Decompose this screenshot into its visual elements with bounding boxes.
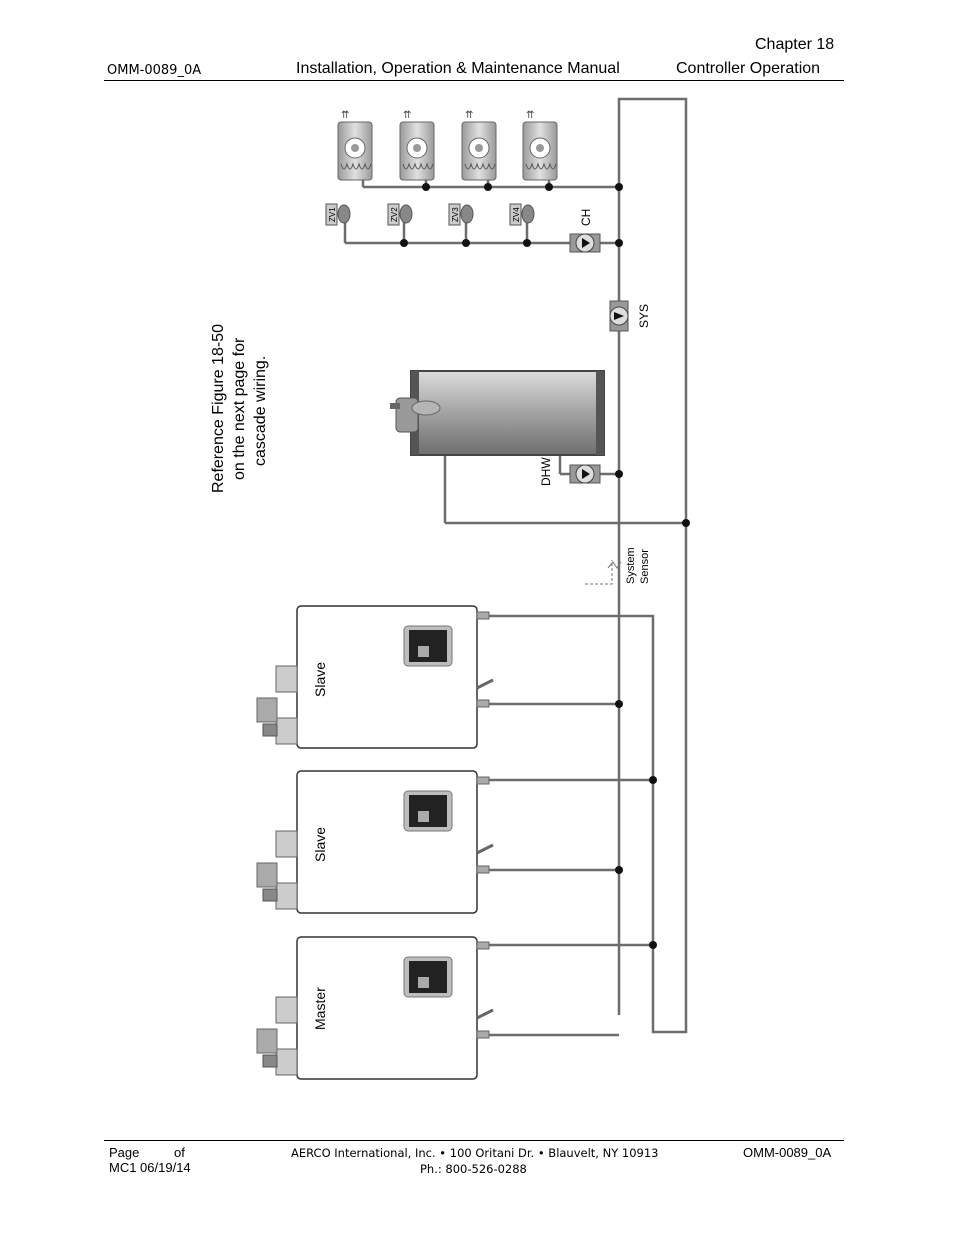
dhw-storage-tank bbox=[390, 370, 605, 456]
sys-pump-icon bbox=[609, 300, 629, 332]
zone-label-1: ZV1 bbox=[328, 207, 337, 222]
sys-pump-label: SYS bbox=[637, 304, 651, 328]
heater-4: ⇈ bbox=[522, 110, 558, 181]
zone-valve-1 bbox=[325, 203, 351, 226]
company-phone: Ph.: 800-526-0288 bbox=[420, 1162, 527, 1176]
dhw-pump-label: DHW bbox=[539, 457, 553, 486]
of-label: of bbox=[174, 1145, 185, 1160]
zone-valve-labels: ZV1 ZV2 ZV3 ZV4 bbox=[328, 207, 521, 222]
boiler-label: Master bbox=[312, 987, 328, 1030]
ch-pump-icon bbox=[569, 233, 601, 253]
zone-label-3: ZV3 bbox=[451, 207, 460, 222]
company-address: AERCO International, Inc. • 100 Oritani … bbox=[291, 1146, 659, 1160]
sensor-label-line2: Sensor bbox=[639, 549, 651, 584]
sensor-label-line1: System bbox=[625, 547, 637, 584]
system-sensor-icon bbox=[585, 560, 622, 585]
boiler-slave-2: Slave bbox=[256, 770, 494, 914]
svg-text:⇈: ⇈ bbox=[465, 110, 473, 121]
chapter-label: Chapter 18 bbox=[755, 36, 835, 53]
zone-valve-3 bbox=[448, 203, 474, 226]
footer-doc-id: OMM-0089_0A bbox=[743, 1145, 832, 1160]
boiler-label: Slave bbox=[312, 827, 328, 862]
fan-coil-heaters: ⇈ ⇈ ⇈ ⇈ bbox=[337, 110, 558, 181]
zone-valves bbox=[325, 203, 535, 226]
header-rule bbox=[104, 80, 844, 81]
zone-valve-4 bbox=[509, 203, 535, 226]
heater-1: ⇈ bbox=[337, 110, 373, 181]
zone-label-4: ZV4 bbox=[512, 207, 521, 222]
header-doc-id: OMM-0089_0A bbox=[107, 63, 202, 78]
zone-label-2: ZV2 bbox=[390, 207, 399, 222]
zone-valve-2 bbox=[387, 203, 413, 226]
boiler-label: Slave bbox=[312, 662, 328, 697]
page-label: Page bbox=[109, 1145, 140, 1160]
heater-3: ⇈ bbox=[461, 110, 497, 181]
pipe-junctions bbox=[400, 183, 690, 949]
manual-title: Installation, Operation & Maintenance Ma… bbox=[296, 60, 620, 77]
footer-rule bbox=[104, 1140, 844, 1141]
dhw-pump-icon bbox=[569, 464, 601, 484]
revision-label: MC1 06/19/14 bbox=[109, 1160, 191, 1175]
heater-2: ⇈ bbox=[399, 110, 435, 181]
boiler-slave-1: Slave bbox=[256, 605, 494, 749]
reference-note-line2: on the next page for bbox=[231, 337, 248, 480]
reference-note-line1: Reference Figure 18-50 bbox=[210, 324, 227, 493]
svg-text:⇈: ⇈ bbox=[341, 110, 349, 121]
svg-text:⇈: ⇈ bbox=[526, 110, 534, 121]
section-title: Controller Operation bbox=[676, 60, 821, 77]
ch-pump-label: CH bbox=[579, 209, 593, 226]
reference-note-line3: cascade wiring. bbox=[252, 356, 269, 466]
boiler-master: Master bbox=[256, 936, 494, 1080]
svg-text:⇈: ⇈ bbox=[403, 110, 411, 121]
